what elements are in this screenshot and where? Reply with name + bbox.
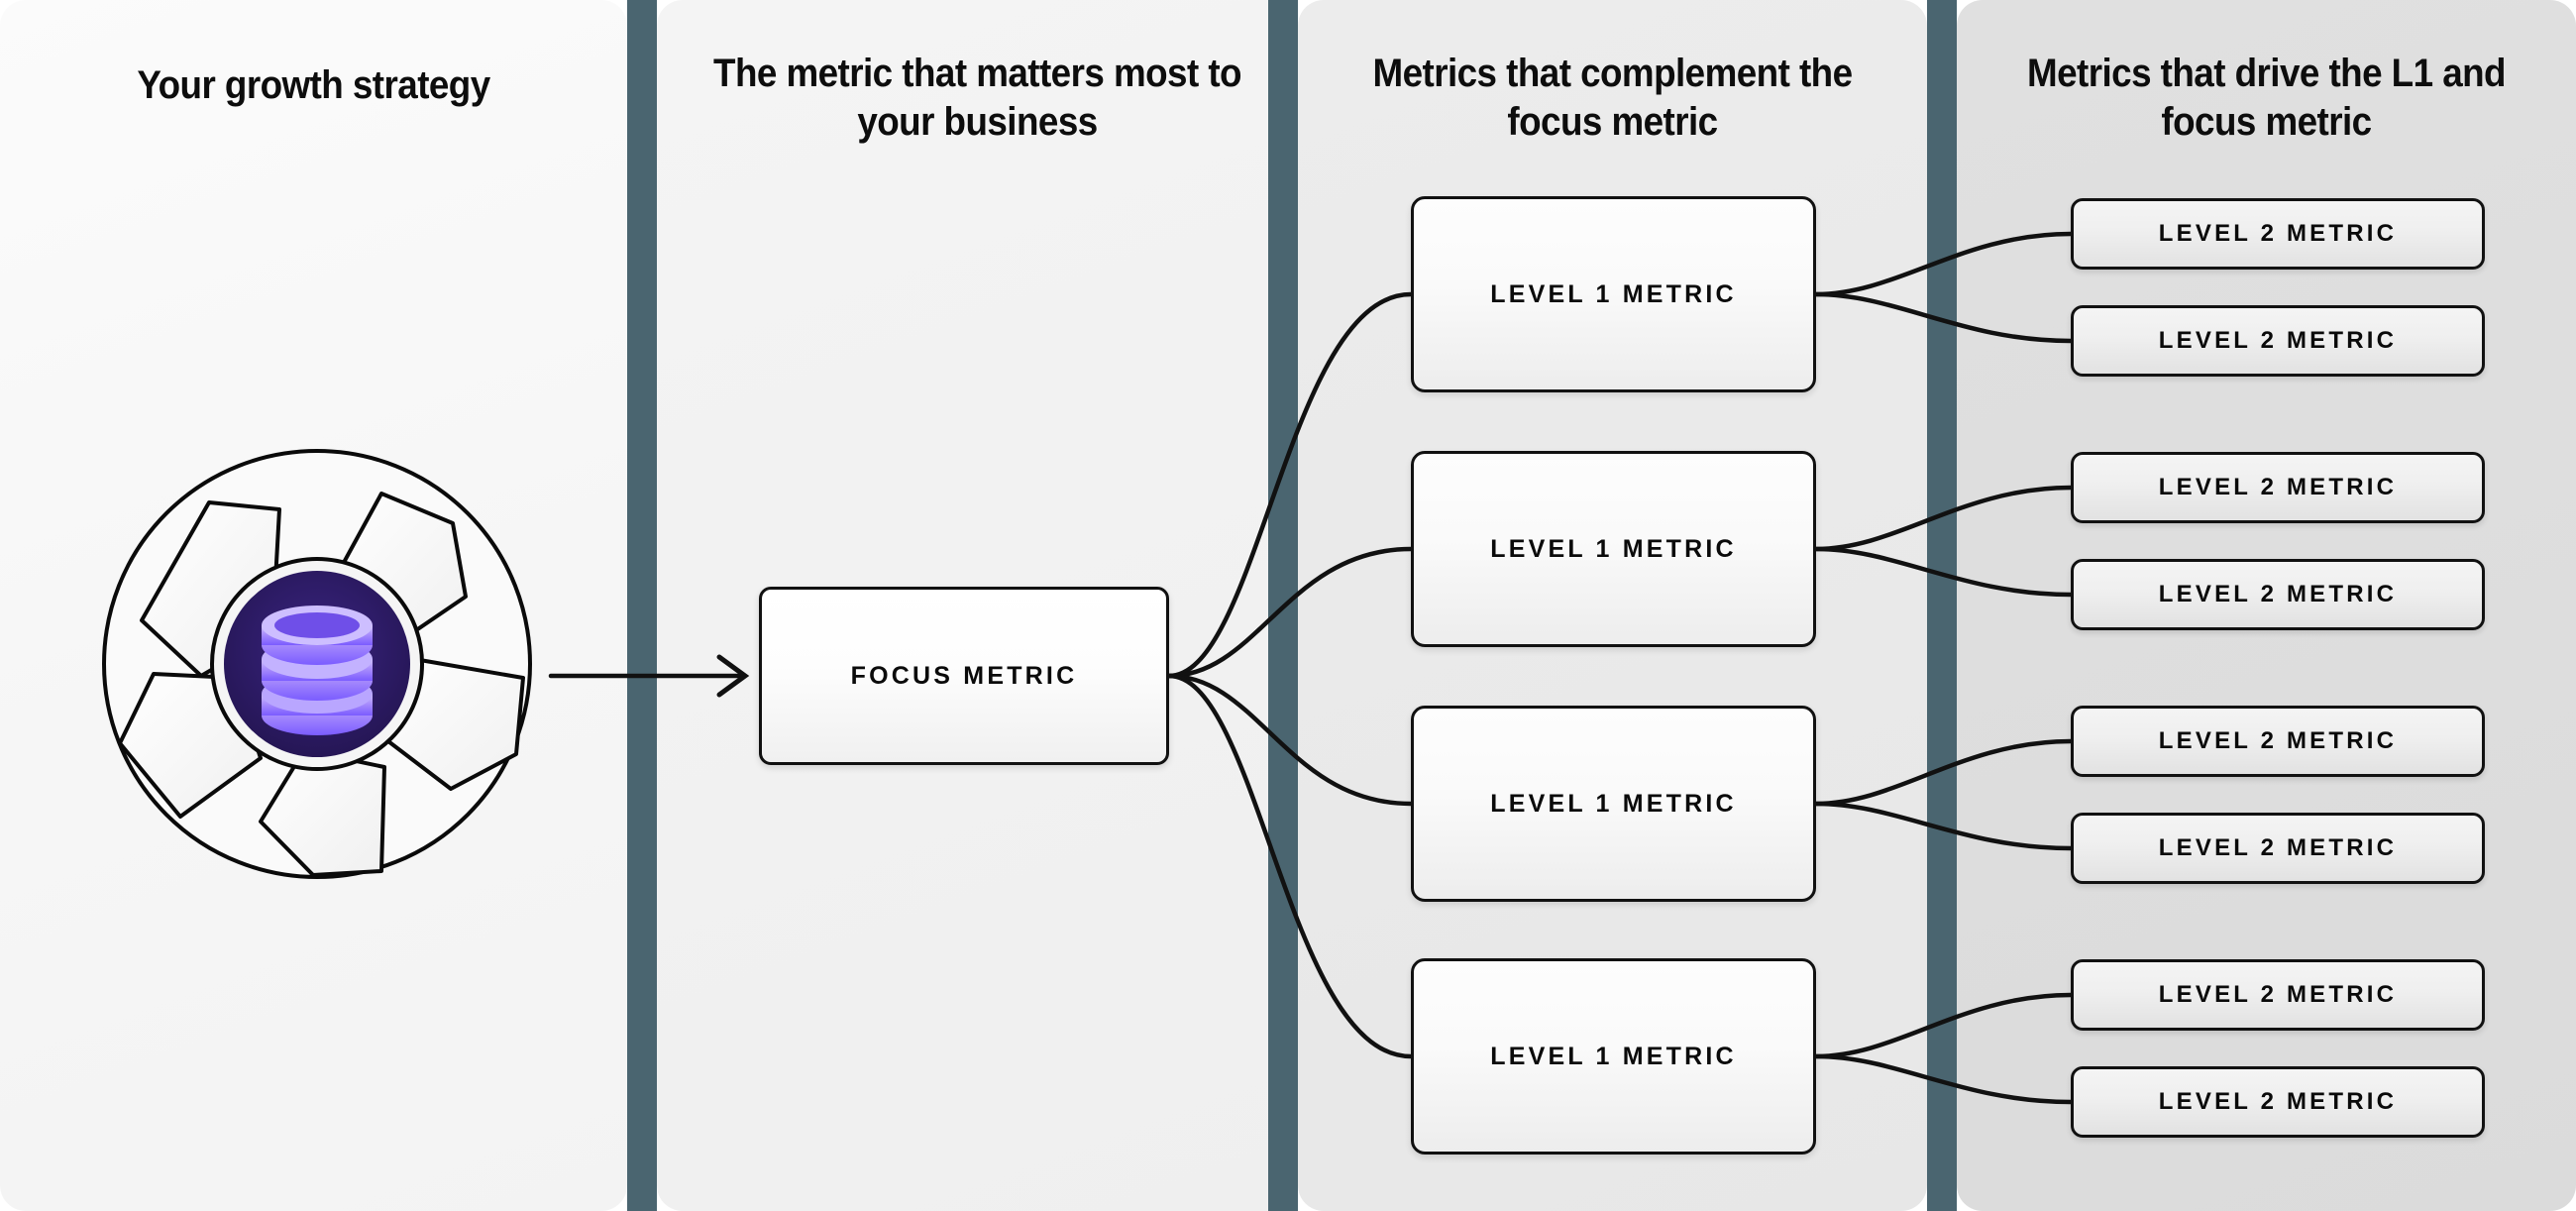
column-title-complement-metrics: Metrics that complement the focus metric [1372, 52, 1853, 144]
column-title-focus-metric: The metric that matters most to your bus… [713, 52, 1242, 144]
node-level2-metric-7[interactable]: LEVEL 2 METRIC [2071, 959, 2485, 1031]
node-level2-metric-3[interactable]: LEVEL 2 METRIC [2071, 452, 2485, 523]
node-level2-metric-1[interactable]: LEVEL 2 METRIC [2071, 198, 2485, 270]
node-level1-metric-4[interactable]: LEVEL 1 METRIC [1411, 958, 1816, 1155]
node-level2-metric-8[interactable]: LEVEL 2 METRIC [2071, 1066, 2485, 1138]
database-aperture-icon [102, 449, 532, 879]
node-focus-metric[interactable]: FOCUS METRIC [759, 587, 1169, 765]
node-level2-metric-6[interactable]: LEVEL 2 METRIC [2071, 813, 2485, 884]
node-level1-metric-3[interactable]: LEVEL 1 METRIC [1411, 706, 1816, 902]
column-divider-1 [627, 0, 657, 1211]
column-divider-3 [1927, 0, 1957, 1211]
node-level2-metric-5[interactable]: LEVEL 2 METRIC [2071, 706, 2485, 777]
column-title-growth-strategy: Your growth strategy [137, 63, 490, 107]
column-title-driver-metrics: Metrics that drive the L1 and focus metr… [2027, 52, 2507, 144]
node-level1-metric-2[interactable]: LEVEL 1 METRIC [1411, 451, 1816, 647]
node-level2-metric-2[interactable]: LEVEL 2 METRIC [2071, 305, 2485, 377]
node-level1-metric-1[interactable]: LEVEL 1 METRIC [1411, 196, 1816, 392]
column-divider-2 [1268, 0, 1298, 1211]
database-disc-stack [262, 606, 373, 735]
node-level2-metric-4[interactable]: LEVEL 2 METRIC [2071, 559, 2485, 630]
